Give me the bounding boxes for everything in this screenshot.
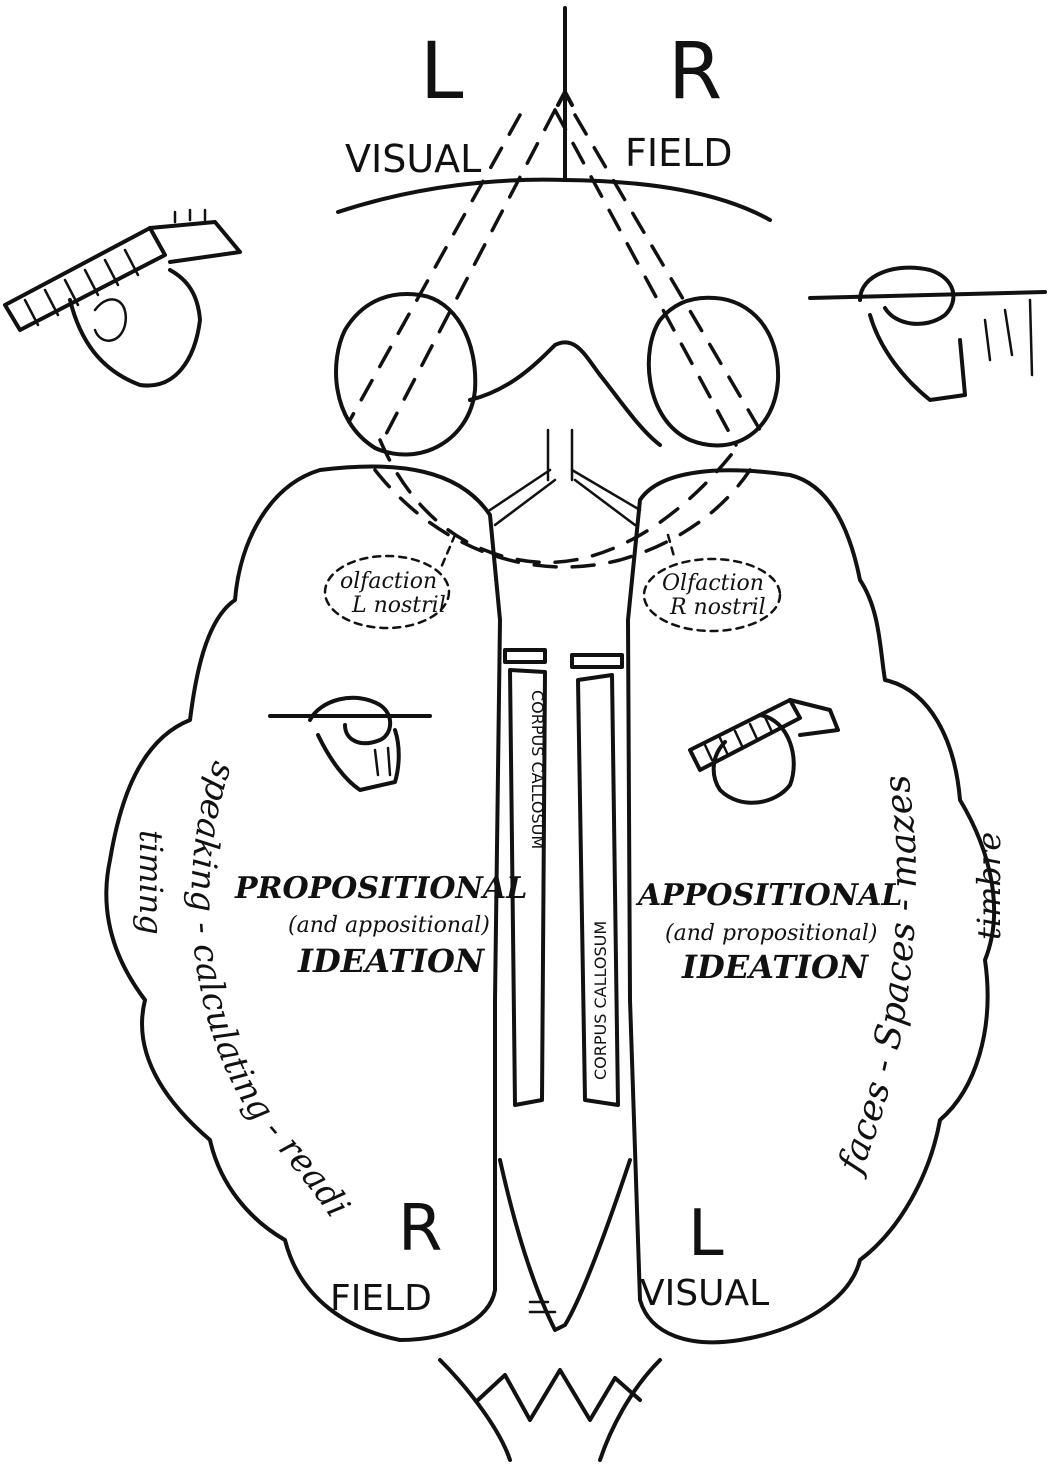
right-field-letter: R xyxy=(668,27,722,117)
left-hemisphere-subtitle: (and appositional) xyxy=(288,913,490,938)
left-hemisphere-title: PROPOSITIONAL xyxy=(234,871,527,906)
eyes xyxy=(336,294,778,454)
frontal-structures xyxy=(470,342,660,525)
left-timing-label: timing xyxy=(132,830,170,935)
left-field-word-bottom: FIELD xyxy=(330,1278,432,1319)
top-left-guitar-hand-icon xyxy=(5,210,240,386)
left-hand-writing-icon xyxy=(270,698,430,790)
left-hemisphere: olfaction L nostril PROPOSITIONAL (and a… xyxy=(0,0,527,1340)
left-olfaction-label-2: L nostril xyxy=(351,593,446,618)
right-hand-guitar-icon xyxy=(690,700,838,803)
right-field-letter-bottom: L xyxy=(688,1197,724,1271)
left-olfaction-label-1: olfaction xyxy=(340,569,437,594)
top-right-writing-hand-icon xyxy=(810,268,1045,400)
left-hemisphere-ideation: IDEATION xyxy=(297,942,486,980)
field-label: FIELD xyxy=(625,131,733,175)
right-hemisphere: Olfaction R nostril APPOSITIONAL (and pr… xyxy=(628,470,1008,1342)
left-field-letter: L xyxy=(420,27,464,117)
brainstem xyxy=(440,1160,660,1460)
visual-label: VISUAL xyxy=(345,137,481,181)
right-olfaction-label-2: R nostril xyxy=(669,595,766,620)
left-field-letter-bottom: R xyxy=(398,1192,442,1266)
visual-field-arc xyxy=(338,180,770,220)
right-olfaction-label-1: Olfaction xyxy=(662,571,764,596)
right-hemisphere-subtitle: (and propositional) xyxy=(665,921,877,946)
left-arc-text: speaking - calculating - reading xyxy=(0,0,358,1224)
right-timbre-label: timbre xyxy=(970,832,1008,940)
right-hemisphere-ideation: IDEATION xyxy=(681,948,870,986)
right-field-word-bottom: VISUAL xyxy=(640,1273,769,1314)
right-callosum-label: CORPUS CALLOSUM xyxy=(591,921,610,1080)
right-hemisphere-title: APPOSITIONAL xyxy=(635,878,903,913)
left-callosum-label: CORPUS CALLOSUM xyxy=(528,690,547,849)
